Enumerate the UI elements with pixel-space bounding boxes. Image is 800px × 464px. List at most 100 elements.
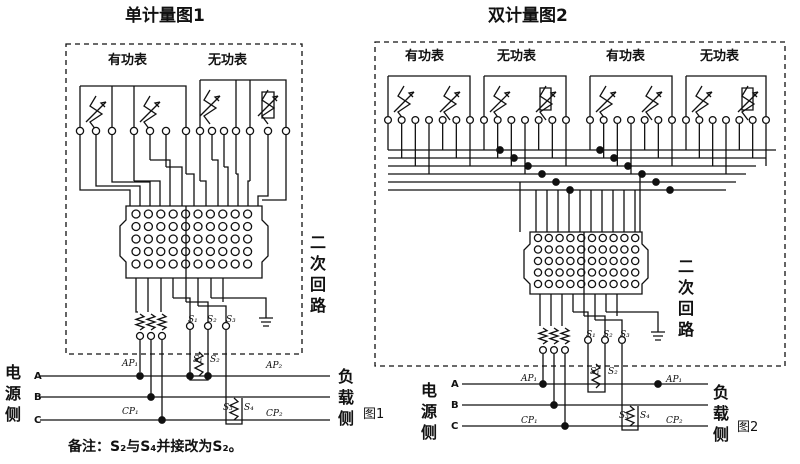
diagram1-meter-terminal <box>264 127 271 134</box>
diagram1-cp2-label: CP₂ <box>266 409 283 419</box>
diagram2-meter-terminal <box>549 117 556 124</box>
diagram2-meter-terminal <box>763 117 770 124</box>
diagram2-meter-terminal <box>669 117 676 124</box>
diagram1-reactive-element-2 <box>262 90 274 124</box>
diagram1-load-side-label: 负载侧 <box>337 367 354 428</box>
diagram1-switch-terminal <box>223 323 230 330</box>
diagram1-lead <box>136 298 138 312</box>
diagram2-ct-loop-c <box>622 406 638 430</box>
diagram1-meter-terminal <box>130 127 137 134</box>
diagram1-block-terminal <box>206 223 214 231</box>
diagram1-ground-lead <box>211 298 266 318</box>
diagram1-block-terminal <box>244 260 252 268</box>
diagram1-block-terminal <box>194 260 202 268</box>
diagram2-block-terminal <box>610 246 617 253</box>
diagram1-s2-top-label: S₂ <box>207 315 217 325</box>
diagram2-title: 双计量图2 <box>488 6 568 26</box>
diagram1-ap1-label: AP₁ <box>122 359 139 369</box>
diagram1-block-terminal <box>206 260 214 268</box>
diagram1-block-terminal <box>157 210 165 218</box>
junction-dot <box>540 381 546 387</box>
diagram2-block-terminal <box>556 234 563 241</box>
diagram1-lead <box>200 181 206 206</box>
diagram1-block-terminal <box>219 248 227 256</box>
diagram1-active-element-1 <box>90 96 102 130</box>
diagram1-lead <box>262 167 286 200</box>
diagram1-block-terminal <box>231 210 239 218</box>
diagram2-meter-terminal <box>563 117 570 124</box>
diagram2-active-meter-2-label: 有功表 <box>606 49 646 64</box>
diagram2-phase-b: B <box>451 400 459 411</box>
diagram2-meter-terminal <box>467 117 474 124</box>
diagram1-block-terminal <box>132 235 140 243</box>
diagram1-block-terminal <box>157 260 165 268</box>
diagram1-meter-terminal <box>246 127 253 134</box>
diagram1-s3-top-label: S₃ <box>226 315 236 325</box>
diagram1-block-terminal <box>219 223 227 231</box>
junction-dot <box>137 373 143 379</box>
diagram2-block-terminal <box>556 257 563 264</box>
diagram1-dashed-enclosure <box>66 44 302 354</box>
diagram2-meter-terminal <box>453 117 460 124</box>
diagram1-block-terminal <box>244 235 252 243</box>
junction-dot <box>205 373 211 379</box>
diagram2-block-terminal <box>534 257 541 264</box>
diagram1-block-terminal <box>144 223 152 231</box>
diagram2-block-terminal <box>621 280 628 287</box>
diagram1-s1-top-label: S₁ <box>188 315 198 325</box>
diagram2-switch-terminal <box>585 337 592 344</box>
diagram1-block-terminal <box>231 248 239 256</box>
diagram1-source-side-label: 电源侧 <box>4 363 21 424</box>
diagram2-meter-element <box>398 86 410 120</box>
diagram2-block-terminal <box>545 257 552 264</box>
diagram2-block-terminal <box>534 269 541 276</box>
diagram1-lead <box>198 306 226 322</box>
diagram2-block-terminal <box>588 234 595 241</box>
diagram1-ct-coil <box>136 314 144 330</box>
diagram2-block-terminal <box>567 280 574 287</box>
diagram1-block-terminal <box>219 260 227 268</box>
diagram1-block-terminal <box>206 248 214 256</box>
diagram2-block-terminal <box>588 246 595 253</box>
diagram2-meter-element <box>540 86 552 120</box>
diagram1-reactive-resistor <box>262 92 274 118</box>
diagram2-block-terminal <box>588 257 595 264</box>
diagram1-block-terminal <box>132 210 140 218</box>
diagram2-s1-top-label: S₁ <box>586 330 596 340</box>
diagram1-block-terminal <box>194 210 202 218</box>
diagram1-phase-b: B <box>34 392 42 403</box>
diagram1-cp1-label: CP₁ <box>122 407 139 417</box>
diagram2-cp2-label: CP₂ <box>666 416 683 426</box>
diagram2-meter-terminal <box>683 117 690 124</box>
diagram2-meter-element <box>696 86 708 120</box>
diagram1-lead <box>186 174 194 206</box>
diagram2-block-terminal <box>610 234 617 241</box>
diagram1-block-terminal <box>194 248 202 256</box>
diagram1-active-meter-label: 有功表 <box>108 53 148 68</box>
diagram1-meter-terminal <box>208 127 215 134</box>
diagram1-reactive-element-1 <box>204 90 216 124</box>
diagram2-meter-element <box>409 92 414 97</box>
diagram2-block-terminal <box>556 280 563 287</box>
diagram2-ct-terminal <box>562 347 569 354</box>
diagram2-meter-terminal <box>587 117 594 124</box>
diagram1-lead <box>134 181 160 206</box>
diagram2-block-terminal <box>632 234 639 241</box>
diagram1-block-terminal <box>194 223 202 231</box>
diagram2-ap1-label: AP₁ <box>521 374 538 384</box>
diagram2-block-terminal <box>567 269 574 276</box>
diagram1-block-terminal <box>132 223 140 231</box>
diagram2-meter-element <box>611 92 616 97</box>
diagram2-block-terminal <box>578 280 585 287</box>
diagram2-s2-bottom-label: S₂ <box>608 367 618 377</box>
junction-dot <box>667 187 673 193</box>
diagram2-meter-terminal <box>426 117 433 124</box>
diagram1-ct-terminal <box>137 333 144 340</box>
junction-dot <box>562 423 568 429</box>
diagram2-lead <box>584 316 605 336</box>
diagram2-block-terminal <box>545 246 552 253</box>
diagram2-dashed-enclosure <box>375 42 785 366</box>
diagram2-meter-element <box>742 86 754 120</box>
diagram1-meter-terminal <box>162 127 169 134</box>
